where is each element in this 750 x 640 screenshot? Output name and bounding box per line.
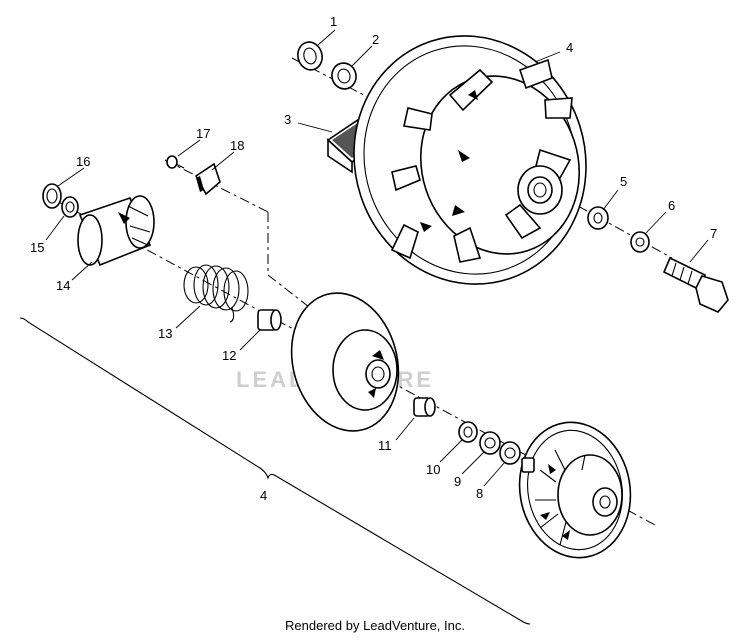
leader-3: [297, 122, 333, 133]
callout-18: 18: [230, 138, 244, 153]
callout-7: 7: [710, 226, 717, 241]
part-11-bushing: [413, 397, 436, 417]
callout-5: 5: [620, 174, 627, 189]
callout-14: 14: [56, 278, 70, 293]
part-15-washer: [61, 196, 79, 218]
callout-3: 3: [284, 112, 291, 127]
leader-17: [177, 139, 201, 157]
part-7-bolt: [662, 256, 729, 313]
part-13-spring: [183, 264, 249, 323]
footer-credit: Rendered by LeadVenture, Inc.: [285, 618, 465, 633]
leader-18: [211, 151, 235, 171]
callout-4: 4: [566, 40, 573, 55]
callout-13: 13: [158, 326, 172, 341]
callout-1: 1: [330, 14, 337, 29]
part-2-washer: [331, 62, 357, 90]
callout-16: 16: [76, 154, 90, 169]
part-14-spider-cam: [77, 195, 155, 267]
callout-8: 8: [476, 486, 483, 501]
part-18-weight: [194, 162, 221, 196]
callout-10: 10: [426, 462, 440, 477]
leader-12: [239, 329, 261, 351]
part-10-washer: [458, 421, 478, 443]
part-6-lock-washer: [630, 231, 650, 253]
leader-2: [351, 45, 373, 67]
leader-1: [317, 29, 336, 46]
pin-axis-tail: [267, 274, 346, 336]
leader-5: [602, 189, 619, 211]
leader-16: [57, 167, 85, 187]
leader-14: [71, 261, 93, 281]
callout-9: 9: [454, 474, 461, 489]
leader-13: [175, 305, 201, 329]
callout-2: 2: [372, 32, 379, 47]
leader-9: [461, 451, 485, 475]
driven-sheave: [518, 421, 632, 559]
part-16-snap-ring: [42, 183, 62, 209]
leader-11: [395, 417, 415, 441]
movable-sheave: [290, 292, 400, 432]
leader-4: [534, 51, 561, 63]
callout-17: 17: [196, 126, 210, 141]
assembly-bracket: [19, 317, 531, 625]
part-5-washer: [587, 206, 609, 230]
part-1-seal: [297, 41, 323, 71]
callout-12: 12: [222, 348, 236, 363]
leader-10: [439, 439, 463, 463]
leader-15: [45, 215, 65, 241]
callout-15: 15: [30, 240, 44, 255]
leader-8: [483, 461, 506, 487]
callout-4-assembly: 4: [260, 488, 267, 503]
callout-11: 11: [378, 438, 392, 453]
callout-6: 6: [668, 198, 675, 213]
part-12-bushing: [257, 309, 282, 331]
part-9-washer: [479, 431, 501, 455]
part-8-washer: [499, 441, 521, 465]
part-4-drive-sheave: [353, 35, 587, 285]
part-17-screw: [166, 155, 185, 169]
leader-7: [689, 239, 709, 263]
leader-6: [644, 211, 667, 235]
